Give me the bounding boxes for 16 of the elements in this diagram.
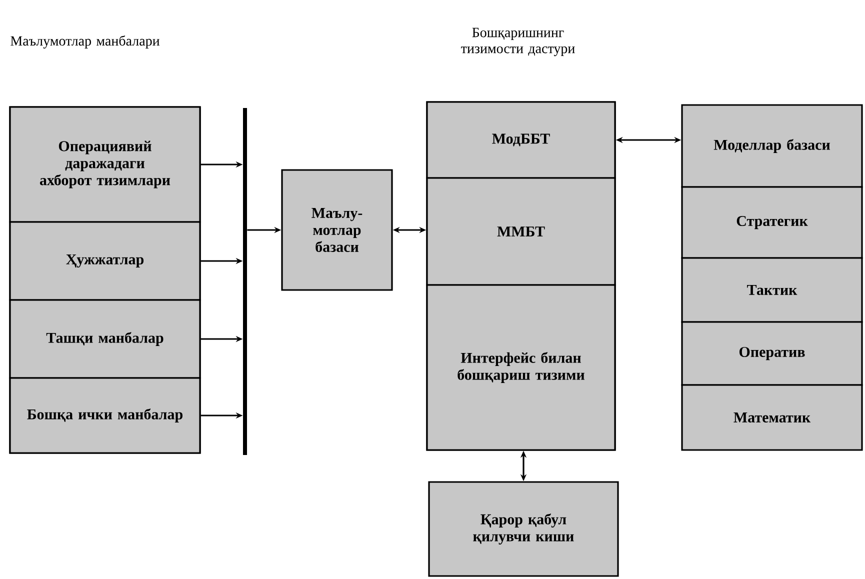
process-box: Моделлар базаси — [681, 104, 863, 188]
column-heading: Бошқаришнинг тизимости дастури — [461, 28, 575, 56]
process-box: Қарор қабул қилувчи киши — [428, 481, 619, 577]
process-box: Ташқи манбалар — [9, 299, 201, 379]
process-box: Бошқа ички манбалар — [9, 377, 201, 454]
process-box: Маълу- мотлар базаси — [281, 169, 393, 291]
process-box: МодББТ — [426, 101, 616, 179]
process-box: Оператив — [681, 321, 863, 386]
process-box: Математик — [681, 384, 863, 451]
process-box: ММБТ — [426, 177, 616, 286]
process-box: Ҳужжатлар — [9, 221, 201, 301]
process-box: Операциявий даражадаги ахборот тизимлари — [9, 106, 201, 223]
process-box: Стратегик — [681, 186, 863, 259]
column-heading: Маълумотлар манбалари — [10, 35, 160, 49]
process-box: Интерфейс билан бошқариш тизими — [426, 284, 616, 451]
process-box: Тактик — [681, 257, 863, 323]
